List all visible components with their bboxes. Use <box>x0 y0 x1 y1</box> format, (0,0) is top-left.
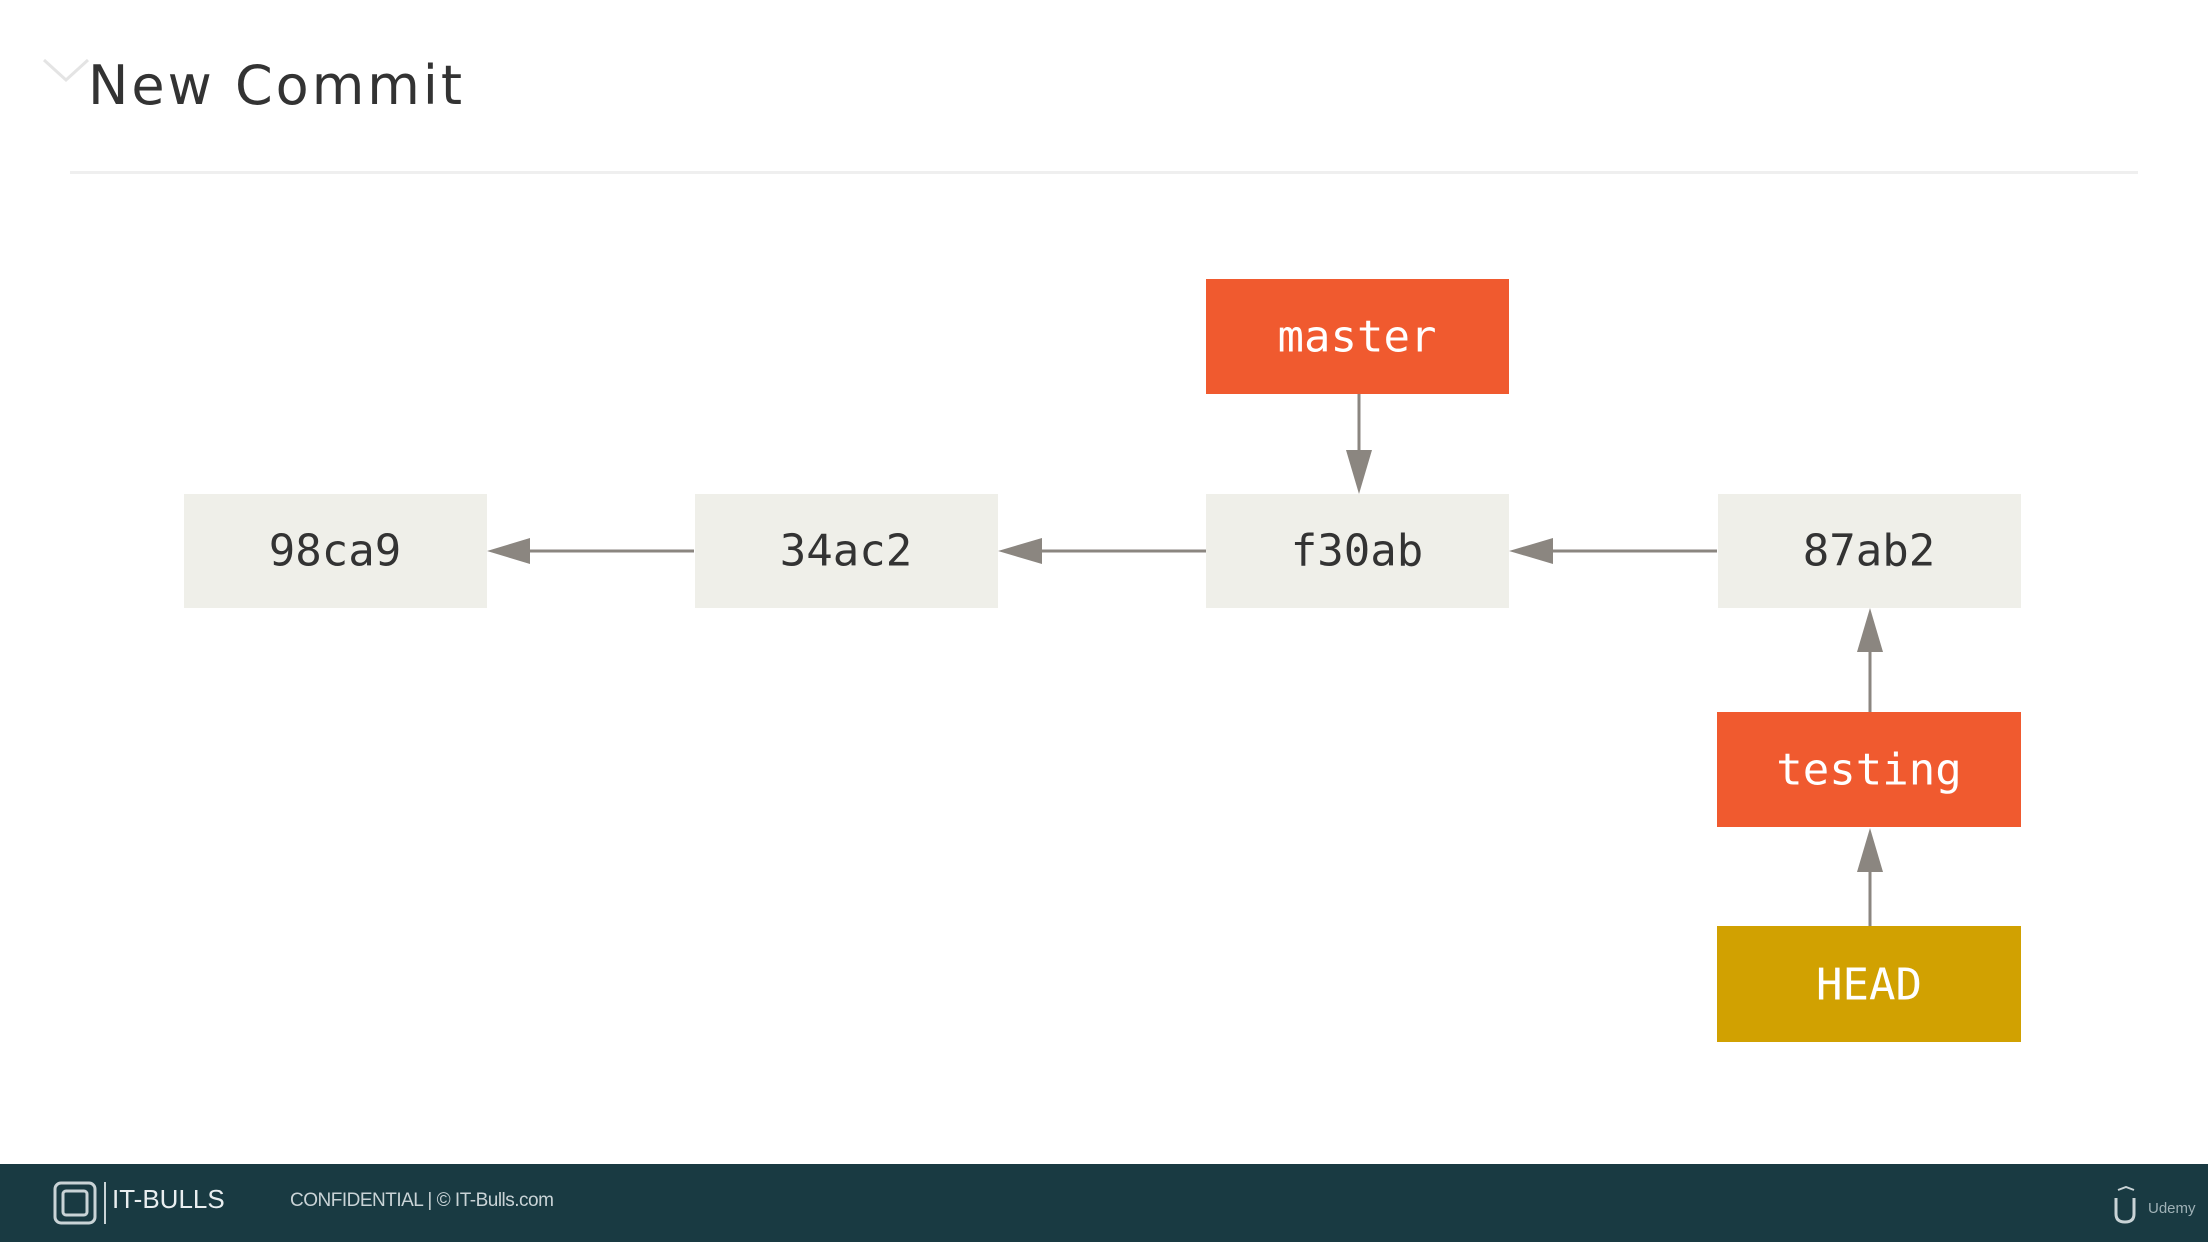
commit-node-34ac2: 34ac2 <box>695 494 998 608</box>
commit-id-label: 87ab2 <box>1803 526 1935 577</box>
branch-name-testing: testing <box>1776 745 1961 796</box>
branch-name-master: master <box>1278 312 1437 363</box>
commit-id-label: 98ca9 <box>269 526 401 577</box>
ref-arrow-master-to-f30ab <box>1346 394 1372 494</box>
it-bulls-logo-icon <box>53 1181 97 1225</box>
parent-arrow-34ac2-to-98ca9 <box>487 538 694 564</box>
head-name: HEAD <box>1816 960 1922 1011</box>
head-label: HEAD <box>1717 926 2021 1042</box>
footer-brand-name: IT-BULLS <box>112 1184 225 1214</box>
commit-node-87ab2: 87ab2 <box>1718 494 2021 608</box>
commit-node-f30ab: f30ab <box>1206 494 1509 608</box>
ref-arrow-testing-to-87ab2 <box>1857 608 1883 712</box>
footer-logo-divider <box>104 1182 106 1224</box>
commit-id-label: f30ab <box>1291 526 1423 577</box>
corner-chevron-icon <box>42 58 90 83</box>
parent-arrow-87ab2-to-f30ab <box>1509 538 1717 564</box>
footer-udemy-wordmark: Udemy <box>2148 1200 2196 1217</box>
branch-label-testing: testing <box>1717 712 2021 827</box>
commit-id-label: 34ac2 <box>780 526 912 577</box>
footer-bar: IT-BULLS CONFIDENTIAL | © IT-Bulls.com U… <box>0 1164 2208 1242</box>
ref-arrow-head-to-testing <box>1857 828 1883 926</box>
slide-title: New Commit <box>88 54 466 117</box>
footer-confidential-notice: CONFIDENTIAL | © IT-Bulls.com <box>290 1190 554 1211</box>
branch-label-master: master <box>1206 279 1509 394</box>
commit-node-98ca9: 98ca9 <box>184 494 487 608</box>
udemy-logo-icon <box>2114 1186 2136 1224</box>
title-divider <box>70 171 2138 174</box>
parent-arrow-f30ab-to-34ac2 <box>998 538 1206 564</box>
